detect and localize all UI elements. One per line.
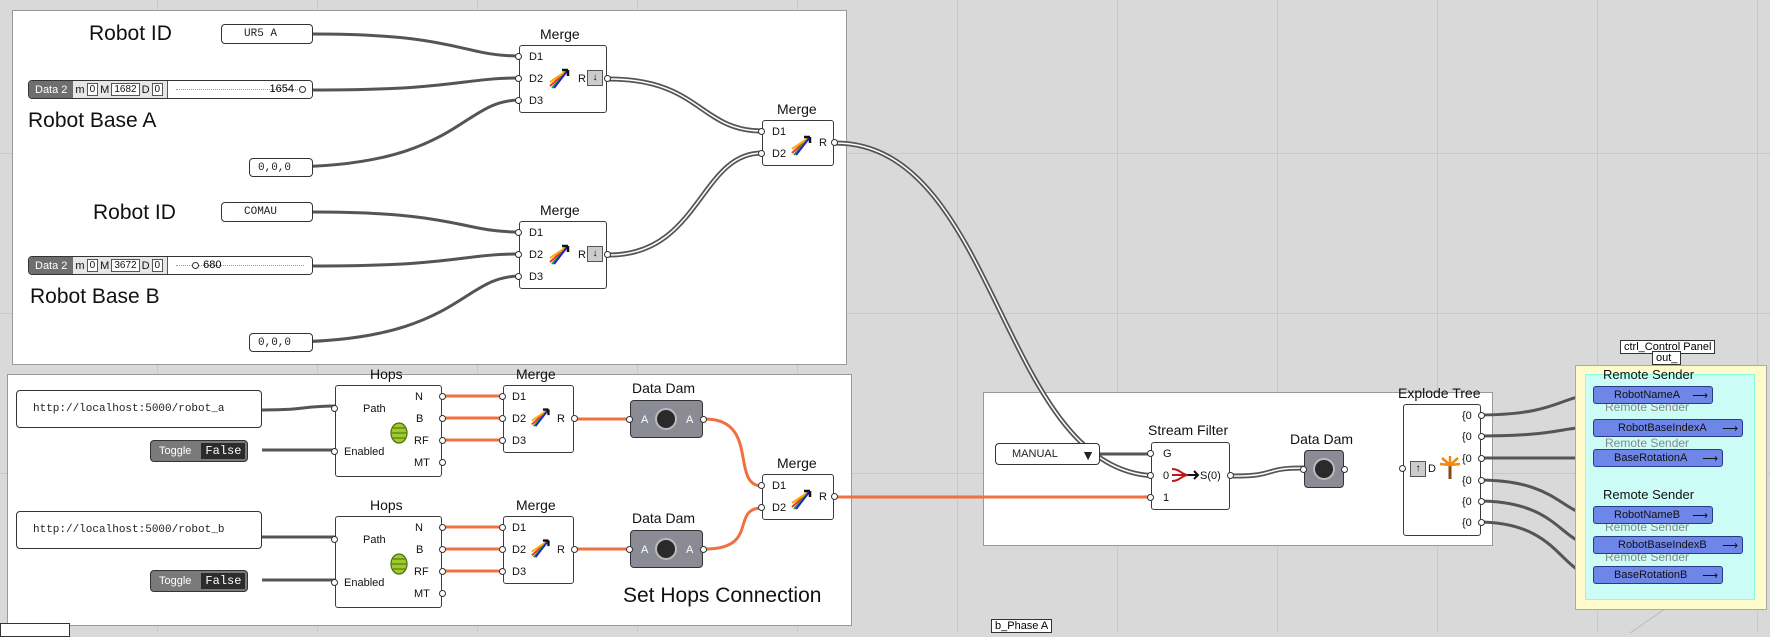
robot-base-label-b: Robot Base B: [30, 285, 160, 308]
partial-node-bottom-left[interactable]: [0, 623, 70, 637]
origin-value-a: 0,0,0: [258, 161, 292, 174]
toggle-value-b[interactable]: False: [201, 573, 246, 589]
origin-panel-a[interactable]: 0,0,0: [249, 158, 313, 177]
merge-title-2: Merge: [540, 202, 580, 218]
url-value-b: http://localhost:5000/robot_b: [33, 524, 225, 536]
sender-robot-base-index-a[interactable]: RobotBaseIndexA ⟶: [1593, 419, 1743, 437]
merge-icon: [791, 489, 812, 510]
explode-tree-title: Explode Tree: [1398, 385, 1481, 401]
origin-panel-b[interactable]: 0,0,0: [249, 333, 313, 352]
data-dam-title-a: Data Dam: [632, 380, 696, 396]
robot-base-label-a: Robot Base A: [28, 109, 157, 132]
remote-sender-title-b: Remote Sender: [1603, 487, 1695, 502]
merge-title-6: Merge: [777, 455, 817, 471]
stream-filter-component[interactable]: G 0 1 S(0): [1147, 442, 1234, 510]
robot-id-value-a: UR5 A: [244, 28, 278, 40]
merge-component-4[interactable]: D1 D2 D3 R: [499, 385, 578, 453]
slider-track-a[interactable]: 1654: [168, 81, 312, 98]
url-panel-a[interactable]: http://localhost:5000/robot_a: [16, 390, 262, 428]
send-arrow-icon: ⟶: [1722, 422, 1738, 435]
slider-value-a: 1654: [269, 83, 294, 95]
download-icon[interactable]: ↓: [587, 246, 603, 262]
merge-icon: [531, 408, 550, 427]
mode-value: MANUAL: [1012, 448, 1058, 460]
dropdown-arrow-icon[interactable]: ▼: [1081, 447, 1095, 463]
hops-icon: [390, 422, 408, 444]
remote-sender-title-a: Remote Sender: [1603, 367, 1695, 382]
slider-value-b: 680: [203, 259, 222, 271]
toggle-a[interactable]: Toggle False: [150, 440, 249, 462]
dam-button-icon[interactable]: [655, 408, 677, 430]
sender-base-rotation-b[interactable]: BaseRotationB ⟶: [1593, 566, 1723, 584]
slider-track-b[interactable]: 680: [168, 257, 312, 274]
dam-button-icon[interactable]: [655, 538, 677, 560]
sender-robot-base-index-b[interactable]: RobotBaseIndexB ⟶: [1593, 536, 1743, 554]
explode-toggle-icon[interactable]: ↑: [1410, 461, 1426, 477]
merge-component-5[interactable]: D1 D2 D3 R: [499, 516, 578, 584]
merge-icon: [791, 135, 812, 156]
download-icon[interactable]: ↓: [587, 70, 603, 86]
data-dam-b[interactable]: A A: [626, 530, 707, 568]
hops-component-a[interactable]: Path Enabled N B RF MT: [331, 385, 446, 477]
data-dam-title-b: Data Dam: [632, 510, 696, 526]
origin-value-b: 0,0,0: [258, 336, 292, 349]
send-arrow-icon: ⟶: [1692, 389, 1708, 402]
merge-component-3[interactable]: D1 D2 R: [758, 120, 838, 166]
stream-filter-icon: [1172, 468, 1200, 482]
merge-component-1[interactable]: D1 D2 D3 R ↓: [515, 45, 611, 113]
merge-component-6[interactable]: D1 D2 R: [758, 474, 838, 520]
slider-name-b: Data 2: [29, 257, 74, 274]
robot-id-value-b: COMAU: [244, 206, 278, 218]
sender-robot-name-a[interactable]: RobotNameA ⟶: [1593, 386, 1713, 404]
remote-sender-ghost-b: Remote Sender: [1605, 436, 1690, 450]
toggle-value-a[interactable]: False: [201, 443, 246, 459]
hops-component-b[interactable]: Path Enabled N B RF MT: [331, 516, 446, 608]
data-dam-c[interactable]: [1300, 450, 1348, 488]
slider-grip-a[interactable]: [299, 86, 306, 93]
sender-robot-name-b[interactable]: RobotNameB ⟶: [1593, 506, 1713, 524]
dam-button-icon[interactable]: [1313, 458, 1335, 480]
hops-title-b: Hops: [370, 497, 403, 513]
url-value-a: http://localhost:5000/robot_a: [33, 403, 225, 415]
toggle-b[interactable]: Toggle False: [150, 570, 249, 592]
explode-tree-component[interactable]: ↑ D {0 {0 {0 {0 {0 {0: [1399, 404, 1485, 536]
robot-id-panel-a[interactable]: UR5 A: [221, 24, 313, 44]
mode-value-list[interactable]: MANUAL ▼: [995, 443, 1100, 465]
data-dam-title-c: Data Dam: [1290, 431, 1354, 447]
slider-grip-b[interactable]: [192, 262, 200, 269]
slider-name-a: Data 2: [29, 81, 74, 98]
merge-title-3: Merge: [777, 101, 817, 117]
merge-title-1: Merge: [540, 26, 580, 42]
data-dam-a[interactable]: A A: [626, 400, 707, 438]
sender-container[interactable]: [1585, 374, 1755, 600]
send-arrow-icon: ⟶: [1722, 539, 1738, 552]
robot-id-label-a: Robot ID: [89, 22, 172, 45]
stream-filter-title: Stream Filter: [1148, 422, 1229, 438]
hops-icon: [390, 553, 408, 575]
merge-icon: [549, 68, 570, 89]
merge-icon: [549, 244, 570, 265]
phase-tag: b_Phase A: [991, 619, 1053, 633]
merge-title-4: Merge: [516, 366, 556, 382]
merge-title-5: Merge: [516, 497, 556, 513]
group-label-set-hops: Set Hops Connection: [623, 584, 822, 607]
send-arrow-icon: ⟶: [1702, 452, 1718, 465]
sender-base-rotation-a[interactable]: BaseRotationA ⟶: [1593, 449, 1723, 467]
hops-title-a: Hops: [370, 366, 403, 382]
merge-icon: [531, 539, 550, 558]
url-panel-b[interactable]: http://localhost:5000/robot_b: [16, 511, 262, 549]
out-tag: out_: [1652, 351, 1682, 365]
robot-id-label-b: Robot ID: [93, 201, 176, 224]
robot-id-panel-b[interactable]: COMAU: [221, 202, 313, 222]
send-arrow-icon: ⟶: [1692, 509, 1708, 522]
merge-component-2[interactable]: D1 D2 D3 R ↓: [515, 221, 611, 289]
send-arrow-icon: ⟶: [1702, 569, 1718, 582]
explode-tree-icon: [1439, 456, 1461, 479]
